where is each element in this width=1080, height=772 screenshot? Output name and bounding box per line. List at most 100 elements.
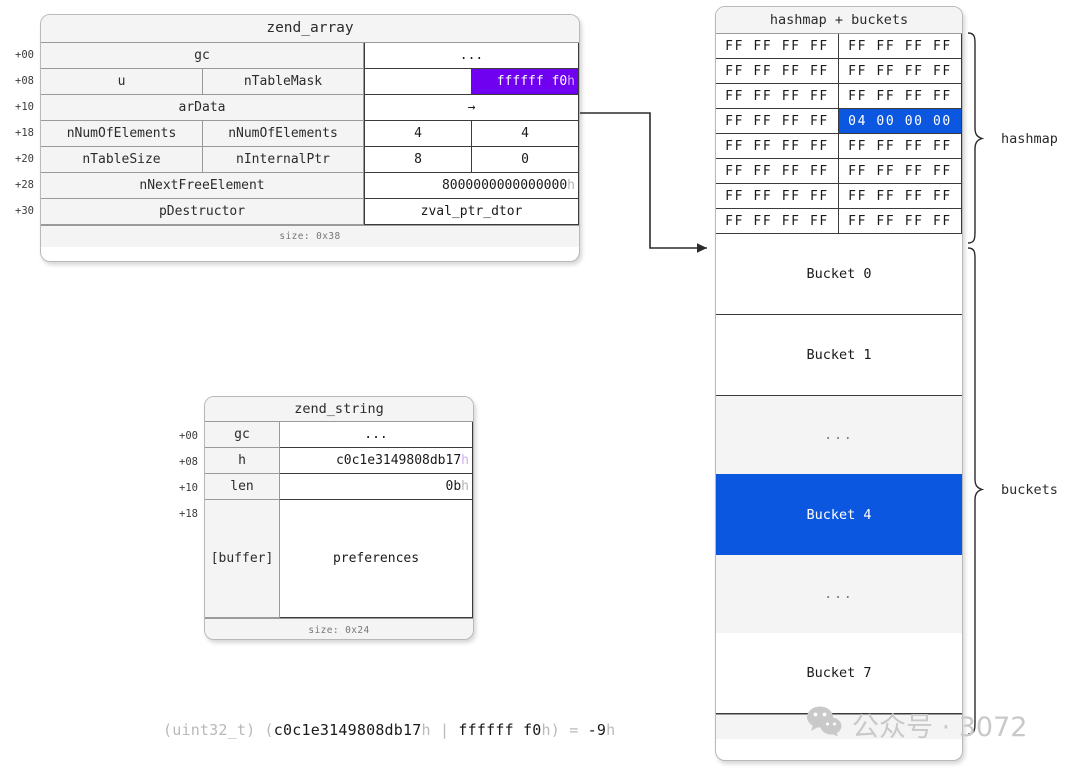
- hex-suffix: h: [461, 453, 469, 468]
- field-label-nnumofelements-b: nNumOfElements: [203, 121, 364, 147]
- field-label-ntablesize: nTableSize: [41, 147, 203, 173]
- field-value-buffer: preferences: [280, 500, 473, 618]
- formula-operator: |: [439, 721, 450, 739]
- hashmap-cell-right: FF FF FF FF: [839, 134, 962, 159]
- formula-close-paren: ): [550, 721, 560, 739]
- formula-hash: c0c1e3149808db17: [273, 721, 422, 739]
- hash-hex: c0c1e3149808db17: [335, 453, 462, 468]
- zend-array-offset-gutter: +00+08+10+18+20+28+30: [4, 42, 34, 224]
- buckets-brace: [967, 247, 985, 735]
- field-label-gc: gc: [41, 43, 364, 69]
- offset-label: +00: [15, 49, 34, 61]
- formula-result: -9: [587, 721, 607, 739]
- zend-string-offset-gutter: +00 +08 +10 +18: [168, 423, 198, 619]
- field-label-ninternalptr: nInternalPtr: [203, 147, 364, 173]
- bucket-selected: Bucket 4: [716, 474, 962, 555]
- field-label-nnextfreeelement: nNextFreeElement: [41, 173, 364, 199]
- field-value-nnumofelements-a: 4: [364, 121, 472, 147]
- field-label-ntablemask: nTableMask: [203, 69, 364, 95]
- table-row: arData →: [41, 95, 579, 121]
- hashmap-brace: [967, 32, 985, 244]
- hashmap-title: hashmap + buckets: [716, 7, 962, 34]
- bucket-row: Bucket 0: [716, 234, 962, 315]
- offset-label: +18: [179, 508, 198, 520]
- hashmap-cell-left: FF FF FF FF: [716, 34, 839, 59]
- zend-array-size-footer: size: 0x38: [41, 225, 579, 247]
- offset-label: +18: [15, 127, 34, 139]
- field-value-ntablesize: 8: [364, 147, 472, 173]
- hashmap-cell-left: FF FF FF FF: [716, 59, 839, 84]
- nnextfree-hex: 8000000000000000: [441, 178, 568, 193]
- table-row: nTableSize nInternalPtr 8 0: [41, 147, 579, 173]
- watermark: 公众号 · 3072: [805, 705, 1027, 744]
- table-row: gc ...: [205, 422, 473, 448]
- hashmap-cell-left: FF FF FF FF: [716, 84, 839, 109]
- field-label-buffer: [buffer]: [205, 500, 280, 618]
- offset-label: +30: [15, 205, 34, 217]
- hashmap-cell-right: FF FF FF FF: [839, 184, 962, 209]
- hashmap-cell-right: FF FF FF FF: [839, 159, 962, 184]
- offset-label: +08: [15, 75, 34, 87]
- hex-suffix: h: [567, 74, 575, 89]
- bucket-row: Bucket 1: [716, 315, 962, 396]
- hashmap-cell-left: FF FF FF FF: [716, 184, 839, 209]
- table-row: gc ...: [41, 43, 579, 69]
- wechat-icon: [805, 705, 845, 744]
- offset-label: +08: [179, 456, 198, 468]
- hashmap-cell-right: FF FF FF FF: [839, 34, 962, 59]
- table-row: nNumOfElements nNumOfElements 4 4: [41, 121, 579, 147]
- formula-mask: ffffff f0: [458, 721, 542, 739]
- formula-mask-suffix: h: [541, 721, 551, 739]
- brace-label-buckets: buckets: [1001, 482, 1058, 498]
- hashmap-cell-right-highlighted: 04 00 00 00: [839, 109, 962, 134]
- field-value-ninternalptr: 0: [472, 147, 579, 173]
- zend-array-title: zend_array: [41, 15, 579, 43]
- formula-cast: (uint32_t): [163, 721, 256, 739]
- bucket-row: Bucket 7: [716, 633, 962, 714]
- field-value-gc: ...: [364, 43, 579, 69]
- hashmap-cell-left: FF FF FF FF: [716, 109, 839, 134]
- field-value-u: [364, 69, 472, 95]
- zend-string-title: zend_string: [205, 397, 473, 422]
- hash-formula: (uint32_t) (c0c1e3149808db17h | ffffff f…: [163, 721, 615, 739]
- bucket-ellipsis: ...: [716, 396, 962, 474]
- offset-label: +20: [15, 153, 34, 165]
- hashmap-cell-left: FF FF FF FF: [716, 209, 839, 234]
- bucket-ellipsis: ...: [716, 555, 962, 633]
- field-value-ardata-pointer: →: [364, 95, 579, 121]
- offset-label: +00: [179, 430, 198, 442]
- zend-string-size-footer: size: 0x24: [205, 618, 473, 639]
- formula-result-suffix: h: [606, 721, 616, 739]
- table-row: [buffer] preferences: [205, 500, 473, 618]
- hex-suffix: h: [461, 479, 469, 494]
- ardata-to-buckets-arrow: [580, 112, 707, 253]
- zend-array-struct: zend_array gc ... u nTableMask ffffff f0…: [40, 14, 580, 262]
- offset-label: +10: [179, 482, 198, 494]
- field-label-h: h: [205, 448, 280, 474]
- field-label-pdestructor: pDestructor: [41, 199, 364, 225]
- field-label-u: u: [41, 69, 203, 95]
- field-label-ardata: arData: [41, 95, 364, 121]
- hashmap-cell-left: FF FF FF FF: [716, 134, 839, 159]
- table-row: pDestructor zval_ptr_dtor: [41, 199, 579, 225]
- field-label-nnumofelements-a: nNumOfElements: [41, 121, 203, 147]
